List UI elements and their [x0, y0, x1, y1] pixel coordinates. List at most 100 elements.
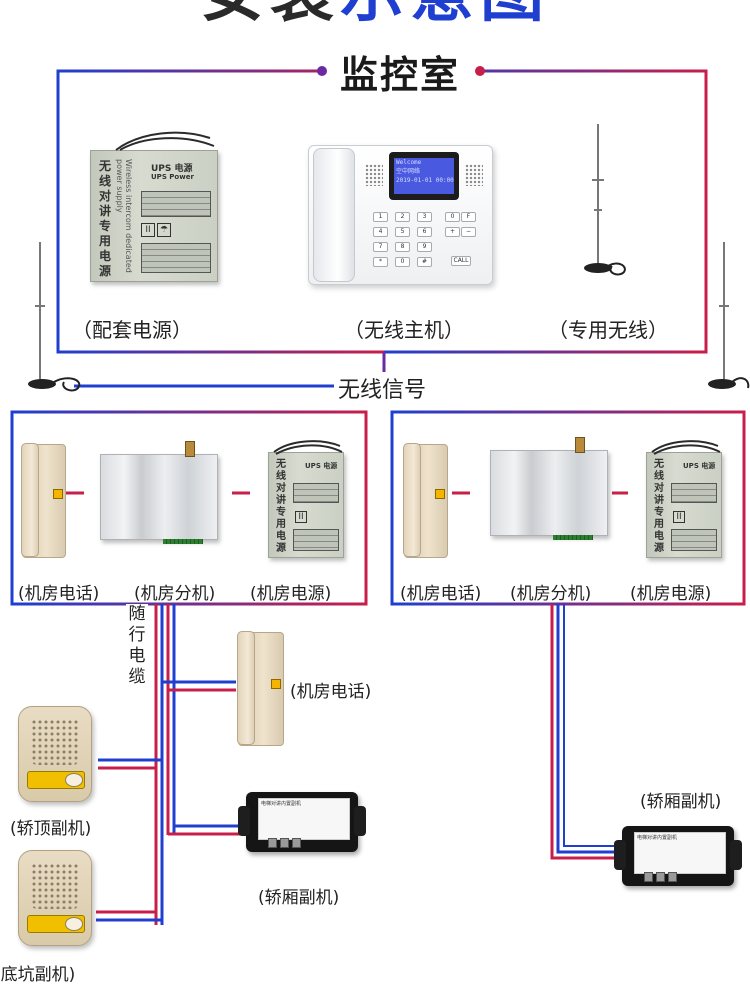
car-cab-unit-left: 电梯对讲内置副机	[238, 792, 366, 852]
car-unit-pin	[280, 838, 289, 848]
label-main-host: （无线主机）	[344, 318, 464, 342]
left-power-symbol: II	[295, 511, 307, 523]
phone-handset	[403, 443, 421, 557]
label-car-cab-left: (轿厢副机)	[258, 888, 340, 908]
car-top-call-button	[65, 773, 83, 787]
label-left-room-phone: (机房电话)	[18, 584, 100, 604]
screen-line-1: Welcome	[396, 159, 422, 166]
phone-button	[271, 679, 281, 689]
key-8: 8	[395, 242, 410, 252]
phone-button	[435, 489, 445, 499]
monitor-room-title: 监控室	[339, 53, 460, 97]
label-ups-power: （配套电源）	[72, 318, 192, 342]
label-right-room-phone: (机房电话)	[400, 584, 482, 604]
right-cable-blue-2	[563, 604, 614, 847]
key-3: 3	[417, 212, 432, 222]
car-top-speaker-grill	[31, 719, 79, 765]
key-call: CALL	[451, 256, 471, 266]
pit-speaker-grill	[31, 863, 79, 909]
wireless-host: Welcome 空中网络 2019-01-01 00:00 1 2 3 0 F …	[308, 145, 493, 285]
key-5: 5	[395, 227, 410, 237]
right-power-brand: UPS 电源	[683, 462, 716, 470]
console-screen: Welcome 空中网络 2019-01-01 00:00	[394, 158, 454, 194]
key-0-top: 0	[445, 212, 460, 222]
left-antenna-icon	[28, 242, 81, 392]
key-minus: −	[461, 227, 476, 237]
car-unit-label: 电梯对讲内置副机	[258, 798, 350, 840]
phone-button	[53, 489, 63, 499]
car-unit-pin	[644, 872, 653, 882]
label-wireless-signal: 无线信号	[334, 372, 431, 404]
right-room-extension	[490, 437, 608, 540]
console-handset	[313, 148, 355, 282]
car-unit-pin	[268, 838, 277, 848]
right-power-table	[671, 483, 717, 503]
right-room-phone	[403, 443, 448, 558]
label-car-top: (轿顶副机)	[10, 819, 92, 839]
console-speaker-left	[365, 164, 383, 186]
monitor-room-frame-top-left	[56, 69, 384, 354]
screen-line-2: 空中网络	[396, 168, 421, 175]
antenna-icon	[584, 124, 626, 276]
ups-pause-symbol: II	[141, 223, 155, 237]
key-star: *	[373, 257, 388, 267]
car-unit-ear-right	[730, 840, 742, 870]
label-right-room-power: (机房电源)	[630, 584, 712, 604]
ups-power-box: 无线对讲专用电源 Wireless intercom dedicated pow…	[90, 150, 218, 282]
left-power-brand: UPS 电源	[305, 462, 338, 470]
left-room-extension	[100, 441, 218, 544]
right-power-symbol: II	[673, 511, 685, 523]
car-unit-ear-left	[238, 806, 250, 836]
diagram-title: 安装示意图	[0, 0, 750, 26]
frame-dot-right	[475, 66, 485, 76]
right-room-power: 无线对讲专用电源 UPS 电源 II	[646, 452, 722, 558]
right-power-bottom-table	[671, 529, 717, 551]
ups-cable-top	[115, 131, 215, 151]
label-car-cab-right: (轿厢副机)	[640, 792, 722, 812]
car-unit-pin	[668, 872, 677, 882]
ups-spec-table	[141, 191, 211, 217]
title-dark-part: 安装	[200, 0, 340, 31]
ups-brand: UPS 电源	[151, 164, 193, 174]
car-top-unit	[18, 706, 92, 802]
key-4: 4	[373, 227, 388, 237]
ups-english-text: Wireless intercom dedicated power supply	[115, 159, 133, 273]
key-6: 6	[417, 227, 432, 237]
key-9: 9	[417, 242, 432, 252]
ups-umbrella-symbol: ☂	[157, 223, 171, 237]
car-cab-unit-right: 电梯对讲内置副机	[614, 826, 742, 886]
left-power-vertical-text: 无线对讲专用电源	[276, 459, 286, 554]
extension-antenna-connector	[575, 437, 585, 453]
key-1: 1	[373, 212, 388, 222]
key-plus: +	[445, 227, 460, 237]
left-machine-room-frame	[10, 410, 368, 606]
label-pit: (底坑副机)	[0, 965, 76, 985]
key-0: 0	[395, 257, 410, 267]
key-f: F	[461, 212, 476, 222]
key-2: 2	[395, 212, 410, 222]
console-screen-frame: Welcome 空中网络 2019-01-01 00:00	[389, 152, 459, 200]
ups-sub: UPS Power	[151, 173, 194, 181]
right-power-vertical-text: 无线对讲专用电源	[654, 459, 664, 554]
phone-handset	[237, 631, 255, 745]
extension-antenna-connector	[185, 441, 195, 457]
screen-line-3: 2019-01-01 00:00	[396, 177, 454, 184]
label-vertical-cable: 随行电缆	[126, 604, 148, 688]
ups-vertical-text: 无线对讲专用电源	[98, 159, 111, 278]
extension-terminal	[163, 539, 203, 544]
phone-handset	[21, 443, 39, 557]
frame-dot-left	[317, 66, 327, 76]
pit-call-button	[65, 917, 83, 931]
car-unit-pin	[292, 838, 301, 848]
key-hash: #	[417, 257, 432, 267]
label-single-room-phone: (机房电话)	[290, 682, 372, 702]
right-power-cable	[651, 440, 721, 455]
right-antenna-icon	[708, 242, 750, 389]
extension-terminal	[553, 535, 593, 540]
label-right-room-extension: (机房分机)	[510, 584, 592, 604]
label-left-room-extension: (机房分机)	[134, 584, 216, 604]
key-7: 7	[373, 242, 388, 252]
left-power-cable	[273, 440, 343, 455]
ups-bottom-table	[141, 243, 211, 273]
